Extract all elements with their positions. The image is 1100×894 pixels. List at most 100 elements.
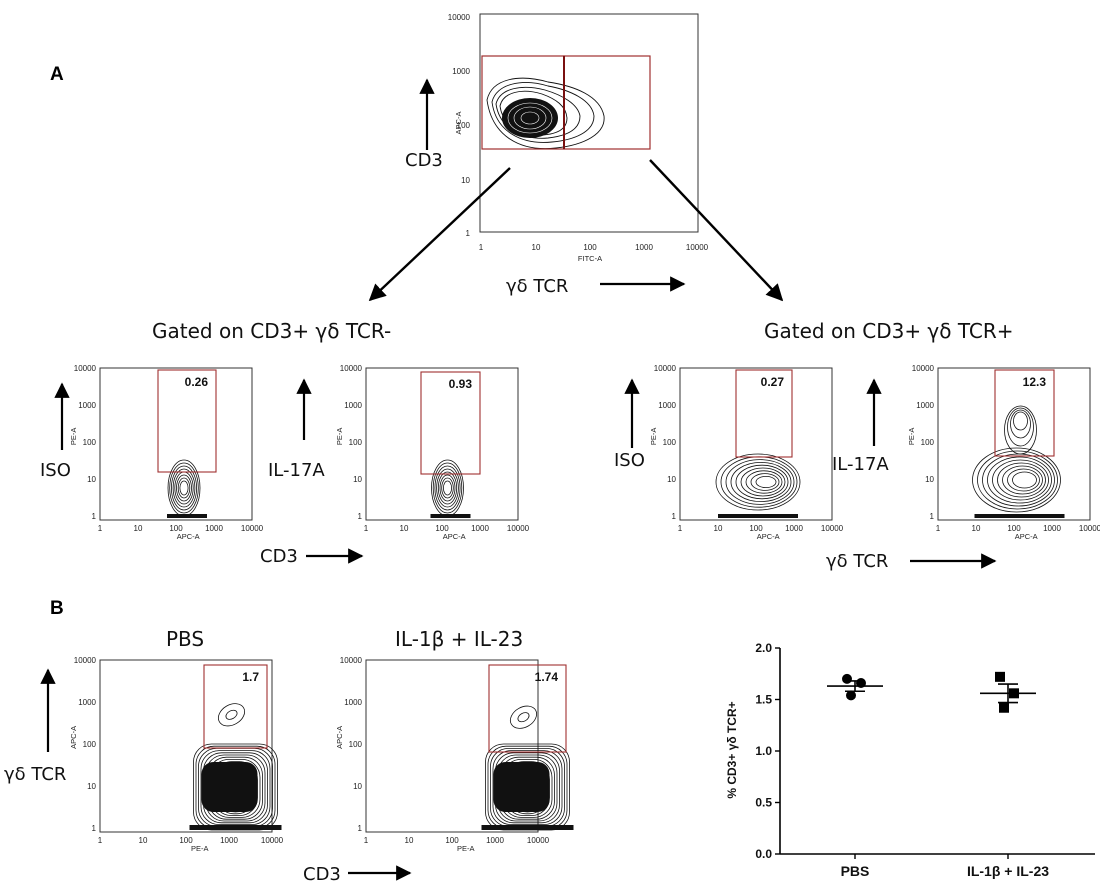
dot-plot-y-tick-label: 0.5 [755, 796, 772, 810]
b2-y-axis-name: APC-A [335, 726, 344, 749]
arrow-to-right-group [649, 159, 784, 302]
panel-a-letter: A [50, 64, 64, 85]
top-y-tick: 10 [461, 176, 470, 185]
a4-x-tick: 100 [1007, 524, 1021, 533]
a2-x-tick: 1 [364, 524, 369, 533]
a4-x-tick: 10 [972, 524, 981, 533]
top-x-tick: 1 [479, 243, 484, 252]
a4-contours [972, 405, 1065, 518]
right-group-title: Gated on CD3+ γδ TCR+ [764, 319, 1014, 343]
arrow-to-left-group [368, 167, 511, 302]
a3-x-tick: 1 [678, 524, 683, 533]
top-x-tick: 10000 [686, 243, 709, 252]
a3-y-tick: 100 [663, 438, 677, 447]
top-y-tick: 1 [466, 229, 471, 238]
b1-y-tick: 1 [92, 824, 97, 833]
dot-plot-category-label: PBS [841, 863, 870, 879]
b1-y-tick: 100 [83, 740, 97, 749]
b2-y-tick: 100 [349, 740, 363, 749]
a2-x-tick: 10 [400, 524, 409, 533]
a1-x-tick: 10000 [241, 524, 264, 533]
top-plot-frame [479, 13, 699, 233]
b1-flow-plot: 100001100010100100101000110000PE-AAPC-A1… [69, 656, 284, 853]
a4-y-tick: 10000 [912, 364, 935, 373]
a1-gate-percent: 0.26 [185, 375, 209, 389]
a1-contours [167, 459, 207, 518]
b-y-label: γδ TCR [4, 764, 66, 785]
a1-y-tick: 1 [92, 512, 97, 521]
b1-y-tick: 10 [87, 782, 96, 791]
b1-contours [189, 703, 282, 831]
a3-x-axis-name: APC-A [757, 532, 780, 541]
gate-tcr-pos [563, 55, 651, 150]
b1-x-tick: 1000 [220, 836, 238, 845]
dot-plot-point [995, 671, 1005, 682]
a3-x-tick: 1000 [785, 524, 803, 533]
a4-y-axis-name: PE-A [907, 428, 916, 446]
a1-x-tick: 100 [169, 524, 183, 533]
a3-x-tick: 10 [714, 524, 723, 533]
a2-y-tick: 10000 [340, 364, 363, 373]
b2-y-tick: 10 [353, 782, 362, 791]
a1-y-tick: 10000 [74, 364, 97, 373]
top-dense-core [502, 98, 558, 138]
dot-plot-y-tick-label: 1.5 [755, 693, 772, 707]
top-y-label: CD3 [405, 150, 443, 171]
b2-x-tick: 100 [445, 836, 459, 845]
a3-y-tick: 1000 [658, 401, 676, 410]
b1-x-tick: 10 [139, 836, 148, 845]
a3-flow-plot: 100001100010100100101000110000APC-APE-A0… [649, 364, 844, 541]
b2-y-tick: 10000 [340, 656, 363, 665]
a2-flow-plot: 100001100010100100101000110000APC-APE-A0… [335, 364, 530, 541]
a2-contours [430, 459, 471, 518]
a4-y-tick: 10 [925, 475, 934, 484]
b2-flow-plot: 100001100010100100101000110000PE-AAPC-A1… [335, 656, 574, 853]
a2-x-tick: 10000 [507, 524, 530, 533]
top-x-tick: 100 [583, 243, 597, 252]
top-y-tick: 10000 [448, 13, 471, 22]
dot-plot-y-label: % CD3+ γδ TCR+ [725, 701, 739, 798]
b2-x-tick: 1 [364, 836, 369, 845]
b1-title: PBS [166, 627, 204, 651]
top-x-label: γδ TCR [506, 276, 568, 297]
b1-gate [203, 664, 268, 749]
b2-y-tick: 1 [358, 824, 363, 833]
b1-x-tick: 10000 [261, 836, 284, 845]
b-x-label: CD3 [303, 864, 341, 885]
a3-y-tick: 10000 [654, 364, 677, 373]
dot-plot-y-tick-label: 1.0 [755, 744, 772, 758]
b2-x-axis-name: PE-A [457, 844, 475, 853]
a2-gate-percent: 0.93 [449, 377, 473, 391]
a1-y-tick: 1000 [78, 401, 96, 410]
dot-plot-point [999, 702, 1009, 713]
a2-y-tick: 10 [353, 475, 362, 484]
a1-y-tick: 100 [83, 438, 97, 447]
top-flow-plot: 10000 1000 100 10 1 1 10 100 1000 10000 … [368, 13, 784, 302]
b2-title: IL-1β + IL-23 [395, 627, 523, 651]
b1-x-tick: 1 [98, 836, 103, 845]
a4-gate [994, 369, 1055, 457]
b2-contours [481, 705, 574, 831]
a2-y-tick: 1 [358, 512, 363, 521]
dot-plot-point [1009, 688, 1019, 699]
b1-y-axis-name: APC-A [69, 726, 78, 749]
a1-flow-plot: 100001100010100100101000110000APC-APE-A0… [69, 364, 264, 541]
a3-x-tick: 10000 [821, 524, 844, 533]
a3-plot-frame [679, 367, 833, 521]
a2-y-tick: 100 [349, 438, 363, 447]
top-x-axis-name: FITC-A [578, 254, 602, 263]
b1-x-tick: 100 [179, 836, 193, 845]
dot-plot-y-tick-label: 2.0 [755, 641, 772, 655]
a4-y-tick: 1000 [916, 401, 934, 410]
a4-x-tick: 10000 [1079, 524, 1100, 533]
a3-gate [735, 369, 793, 458]
a1-y-tick: 10 [87, 475, 96, 484]
a4-plot-frame [937, 367, 1091, 521]
a2-y-label: IL-17A [268, 460, 325, 481]
left-group-title: Gated on CD3+ γδ TCR- [152, 319, 391, 343]
a1-x-tick: 1 [98, 524, 103, 533]
a3-y-tick: 1 [672, 512, 677, 521]
a1-x-tick: 1000 [205, 524, 223, 533]
a2-plot-frame [365, 367, 519, 521]
